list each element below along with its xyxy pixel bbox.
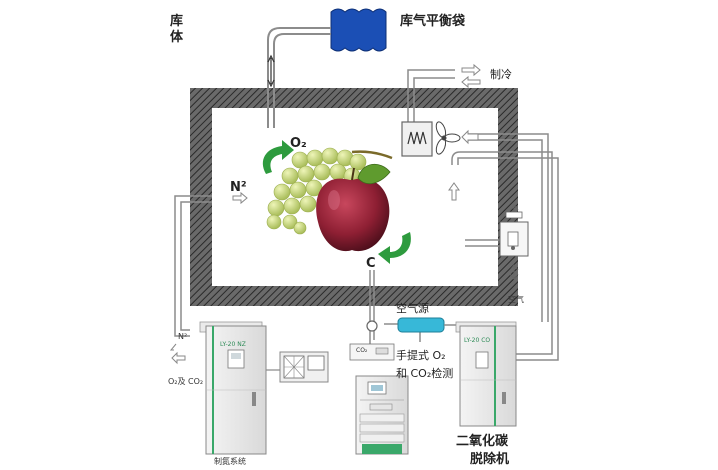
bag-flow-arrow	[267, 54, 275, 72]
n2-flow-arrow	[232, 191, 248, 205]
up-arrow	[448, 182, 460, 201]
apple	[316, 164, 391, 252]
cabinet-right-tag: LY-20 CO	[464, 337, 491, 344]
n2-small-label: N²	[178, 332, 188, 341]
n2-pipe	[174, 195, 212, 337]
rotation-arrow-icon	[262, 140, 294, 174]
bag-pipe	[267, 27, 331, 128]
o2co2-out-arrow	[171, 351, 186, 365]
air-valve-pipe	[465, 239, 500, 247]
air-small-label: 空气	[508, 295, 524, 304]
o2-co2-out-label: O₂及 CO₂	[168, 377, 204, 386]
co2-port-label: CO₂	[356, 347, 368, 354]
refrigeration-pipes	[407, 69, 455, 128]
store-body-label: 库 体	[170, 14, 184, 45]
co2-remover-pipes	[451, 133, 559, 361]
return-arrow	[461, 129, 479, 145]
n2-system-label: 制氮系统	[214, 457, 246, 466]
portable-detector-label: 手提式 O₂	[396, 349, 446, 362]
n2-system-cabinet	[199, 321, 267, 455]
sampling-valve-icon	[366, 320, 378, 332]
rotation-arrow-icon	[378, 232, 411, 264]
n2-label: N²	[230, 180, 247, 195]
n2-filter-panel	[279, 351, 329, 383]
portable-detector	[349, 343, 395, 361]
co2-remover-cabinet	[455, 321, 517, 427]
evaporator-icon	[401, 121, 433, 157]
balance-bag	[330, 8, 387, 52]
refrigeration-label: 制冷	[490, 68, 512, 81]
fan-icon	[435, 121, 461, 155]
cabinet-left-tag: LY-20 NZ	[220, 341, 246, 348]
co2-remover-label-1: 二氧化碳	[456, 434, 509, 449]
co2-remover-label-2: 脱除机	[470, 452, 510, 467]
valve-icon	[499, 204, 529, 280]
balance-bag-label: 库气平衡袋	[400, 14, 466, 29]
portable-detector-label-2: 和 CO₂检测	[396, 367, 454, 380]
grape-bunch	[266, 147, 367, 235]
refrigeration-in-arrow	[461, 75, 481, 89]
analyzer-cabinet	[355, 375, 409, 455]
o2-label: O₂	[290, 136, 307, 151]
refrigeration-out-arrow	[461, 63, 481, 77]
grape-stem	[351, 150, 393, 160]
c-label: C	[366, 256, 376, 271]
air-source-tank	[397, 317, 458, 333]
air-source-label: 空气源	[396, 302, 429, 315]
